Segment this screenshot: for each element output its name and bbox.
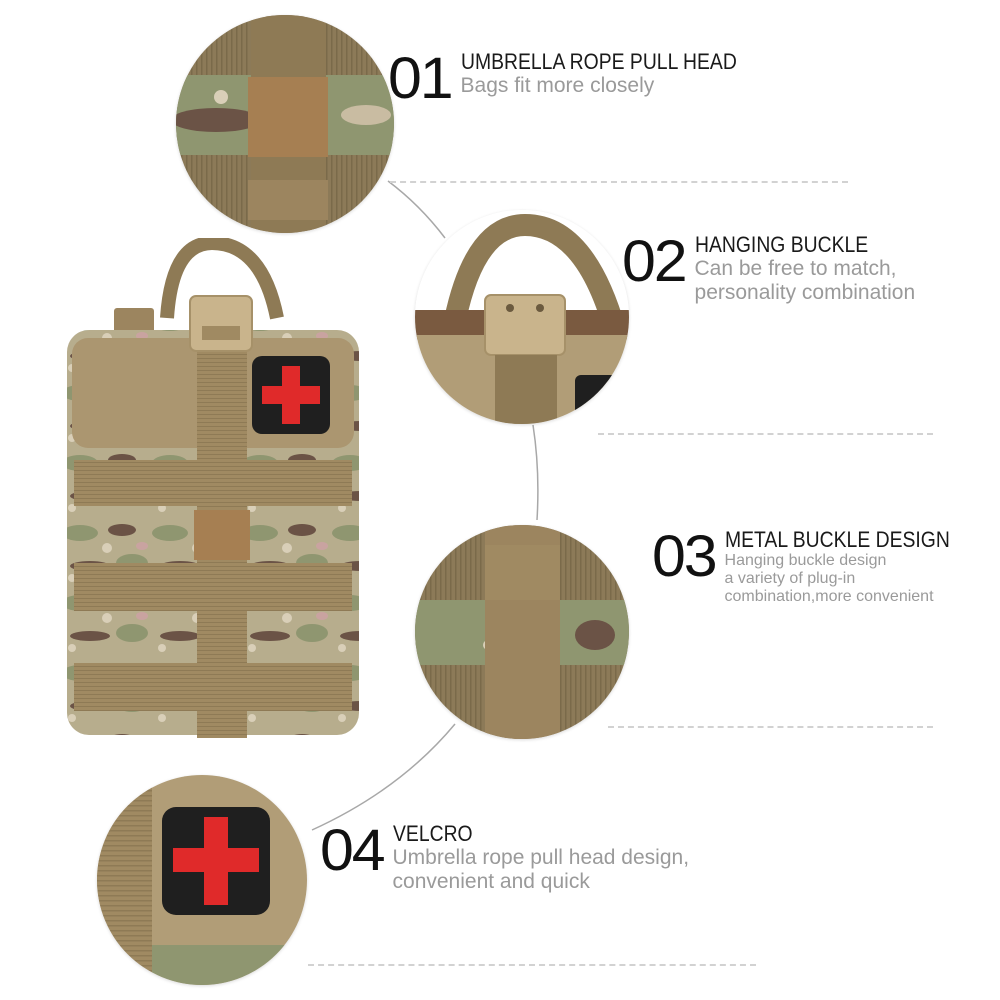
- feature-title: HANGING BUCKLE: [694, 232, 868, 257]
- feature-title: UMBRELLA ROPE PULL HEAD: [460, 49, 737, 74]
- feature-description-line: Hanging buckle design: [724, 552, 887, 569]
- feature-title: VELCRO: [392, 821, 473, 846]
- separator-line-4: [308, 964, 756, 966]
- detail-image-velcro: [97, 775, 307, 985]
- feature-description-line: a variety of plug-in: [724, 570, 856, 587]
- detail-image-metal-buckle: [415, 525, 629, 739]
- feature-description-line: combination,more convenient: [724, 588, 934, 605]
- feature-description-line: personality combination: [694, 281, 916, 304]
- separator-line-1: [390, 181, 848, 183]
- feature-number: 02: [622, 229, 688, 294]
- feature-01: 01 UMBRELLA ROPE PULL HEAD Bags fit more…: [388, 50, 774, 108]
- detail-image-hanging-buckle: [415, 210, 629, 424]
- feature-02: 02 HANGING BUCKLE Can be free to match, …: [622, 233, 915, 305]
- feature-number: 04: [320, 818, 386, 883]
- feature-description-line: Bags fit more closely: [460, 74, 655, 97]
- feature-04: 04 VELCRO Umbrella rope pull head design…: [320, 822, 689, 894]
- detail-image-pull-head: [176, 15, 394, 233]
- separator-line-2: [598, 433, 933, 435]
- separator-line-3: [608, 726, 933, 728]
- feature-title: METAL BUCKLE DESIGN: [724, 527, 950, 552]
- feature-description-line: Can be free to match,: [694, 257, 897, 280]
- feature-description-line: Umbrella rope pull head design,: [392, 846, 690, 869]
- feature-number: 03: [652, 524, 718, 589]
- feature-number: 01: [388, 46, 454, 111]
- main-product-image: [67, 238, 359, 738]
- feature-03: 03 METAL BUCKLE DESIGN Hanging buckle de…: [652, 528, 980, 606]
- feature-description-line: convenient and quick: [392, 870, 590, 893]
